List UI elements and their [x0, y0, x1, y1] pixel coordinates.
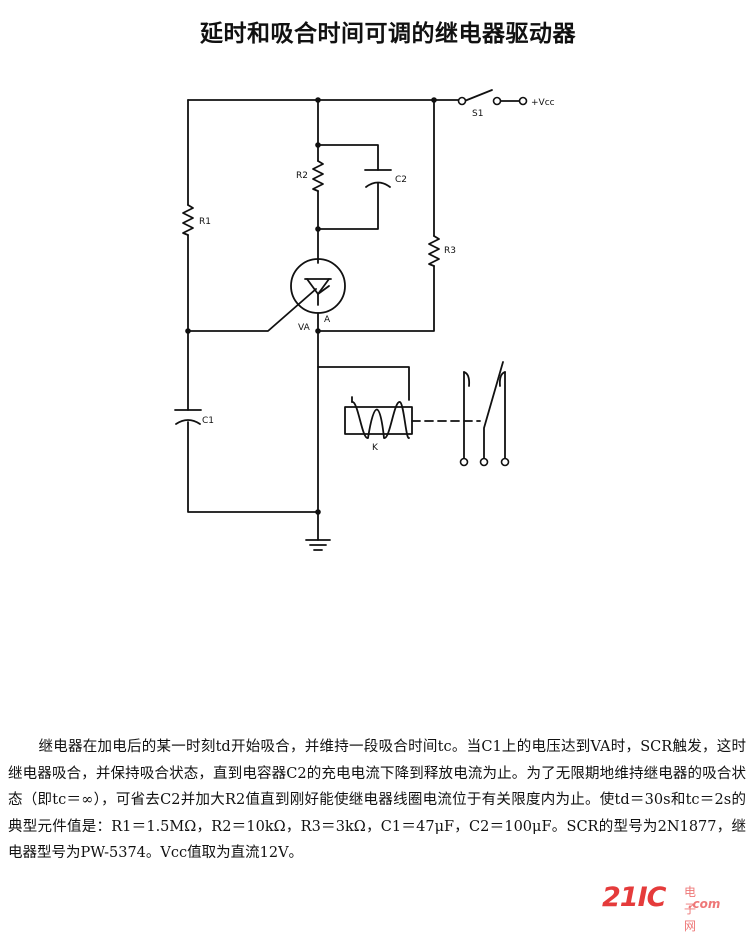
page-title: 延时和吸合时间可调的继电器驱动器 — [200, 21, 576, 47]
scr-gate-lead — [317, 285, 330, 295]
circuit-diagram: S1 +Vcc R1 R2 C2 R3 VA A C1 K — [174, 89, 555, 551]
r1-resistor — [182, 204, 194, 236]
label-c2: C2 — [395, 175, 407, 185]
junction-top-r3 — [431, 97, 437, 103]
label-r2: R2 — [296, 171, 308, 181]
junction-ground — [315, 509, 321, 515]
r2-c2-top-wire — [317, 144, 379, 171]
contact-right-tip — [498, 371, 506, 387]
c2-lower-wire — [317, 182, 379, 230]
c1-bottom-plate — [175, 419, 201, 425]
scr-symbol-triangle — [306, 278, 330, 295]
junction-r2-top — [315, 142, 321, 148]
label-s1: S1 — [472, 109, 483, 119]
description-text: 继电器在加电后的某一时刻td开始吸合，并维持一段吸合时间tc。当C1上的电压达到… — [8, 739, 746, 861]
s1-switch-blade — [461, 89, 493, 103]
s1-terminal-right — [492, 96, 502, 106]
contact-left-tip — [463, 371, 471, 387]
label-r3: R3 — [444, 246, 456, 256]
description-block: 继电器在加电后的某一时刻td开始吸合，并维持一段吸合时间tc。当C1上的电压达到… — [8, 734, 746, 867]
junction-left — [185, 328, 191, 334]
junction-top-center — [315, 97, 321, 103]
contact-arm — [483, 361, 504, 461]
label-r1: R1 — [199, 217, 211, 227]
relay-coil-winding — [351, 401, 410, 439]
r3-wire-bottom — [317, 265, 435, 332]
left-wire-bottom — [187, 421, 319, 513]
contact-terminal-2 — [479, 457, 489, 467]
junction-r2-bottom — [315, 226, 321, 232]
r2-resistor — [312, 160, 324, 192]
watermark-com: .com — [688, 897, 721, 911]
a-to-coil-wire — [317, 330, 410, 401]
s1-terminal-left — [457, 96, 467, 106]
contact-terminal-1 — [459, 457, 469, 467]
label-k: K — [372, 443, 379, 453]
label-vcc: +Vcc — [531, 98, 555, 108]
r1-c1-node-wire — [187, 288, 317, 332]
r3-resistor — [428, 235, 440, 267]
label-c1: C1 — [202, 416, 214, 426]
vcc-terminal — [518, 96, 528, 106]
label-va: VA — [298, 323, 311, 333]
watermark-logo: 21IC — [602, 882, 666, 913]
contact-terminal-3 — [500, 457, 510, 467]
label-a: A — [324, 315, 331, 325]
junction-a — [315, 328, 321, 334]
